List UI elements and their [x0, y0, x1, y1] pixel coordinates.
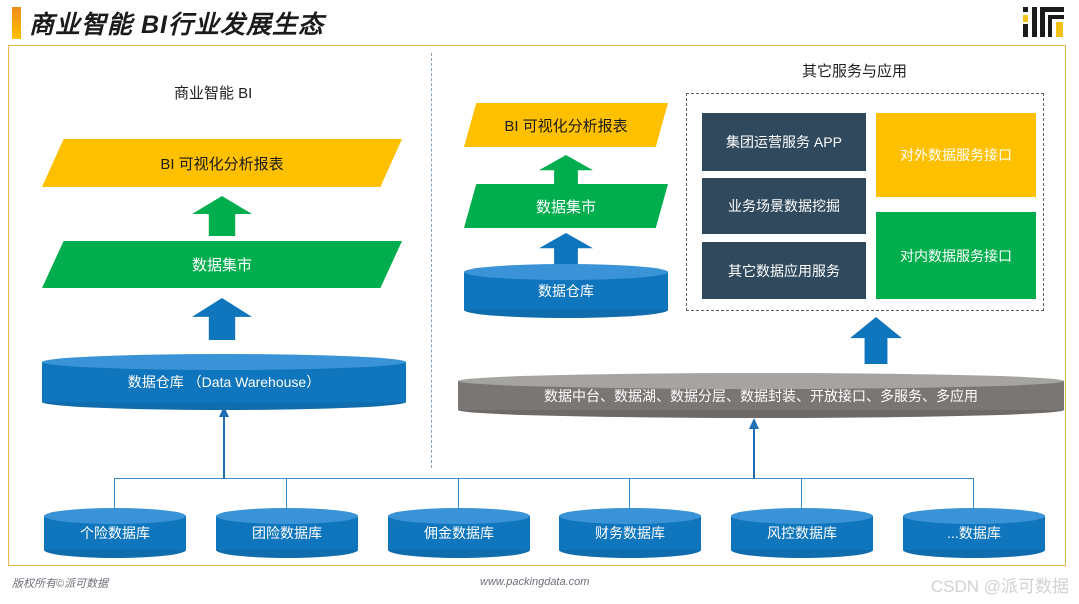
- data-platform-cylinder[interactable]: 数据中台、数据湖、数据分层、数据封装、开放接口、多服务、多应用: [458, 373, 1064, 418]
- left-warehouse-cylinder[interactable]: 数据仓库 （Data Warehouse）: [42, 354, 406, 410]
- cylinder-top: [559, 508, 701, 524]
- left-report-label: BI 可视化分析报表: [160, 155, 284, 173]
- header: 商业智能 BI行业发展生态: [0, 0, 1079, 47]
- arrow-sources-to-platform: [748, 418, 760, 479]
- cylinder-top: [42, 354, 406, 370]
- arrow-sources-to-warehouse: [218, 406, 230, 479]
- service-internal-api[interactable]: 对内数据服务接口: [876, 212, 1036, 299]
- left-panel-title: 商业智能 BI: [174, 85, 253, 102]
- service-label: 对外数据服务接口: [900, 147, 1012, 163]
- left-mart-banner[interactable]: 数据集市: [42, 241, 402, 288]
- bus-drop-5: [801, 478, 802, 508]
- bus-drop-2: [286, 478, 287, 508]
- service-other-data-apps[interactable]: 其它数据应用服务: [702, 242, 866, 299]
- left-mart-label: 数据集市: [191, 257, 252, 274]
- service-label: 对内数据服务接口: [900, 247, 1012, 264]
- database-cylinder[interactable]: 风控数据库: [731, 508, 873, 558]
- website-text: www.packingdata.com: [480, 576, 590, 588]
- source-bus-line: [114, 478, 974, 479]
- page-title: 商业智能 BI行业发展生态: [29, 11, 324, 39]
- right-mart-banner[interactable]: 数据集市: [464, 184, 668, 228]
- cylinder-top: [44, 508, 186, 524]
- cylinder-top: [458, 373, 1064, 389]
- database-label: 佣金数据库: [424, 525, 494, 541]
- cylinder-top: [388, 508, 530, 524]
- cylinder-body: 数据中台、数据湖、数据分层、数据封装、开放接口、多服务、多应用: [458, 381, 1064, 410]
- other-services-box: [686, 93, 1044, 311]
- footer: 版权所有©派可数据 www.packingdata.com CSDN @派可数据: [0, 566, 1079, 604]
- service-business-mining[interactable]: 业务场景数据挖掘: [702, 178, 866, 234]
- database-label: 个险数据库: [80, 525, 150, 541]
- copyright-text: 版权所有©派可数据: [12, 578, 109, 590]
- database-label: 风控数据库: [767, 525, 837, 541]
- bus-drop-4: [629, 478, 630, 508]
- left-warehouse-label: 数据仓库 （Data Warehouse）: [127, 374, 321, 390]
- right-panel-title: 其它服务与应用: [802, 63, 908, 80]
- database-cylinder[interactable]: 财务数据库: [559, 508, 701, 558]
- cylinder-top: [216, 508, 358, 524]
- right-warehouse-cylinder[interactable]: 数据仓库: [464, 264, 668, 318]
- panel-divider: [431, 53, 432, 468]
- database-cylinder[interactable]: 个险数据库: [44, 508, 186, 558]
- right-report-banner[interactable]: BI 可视化分析报表: [464, 103, 668, 147]
- right-mart-label: 数据集市: [535, 198, 596, 216]
- database-cylinder[interactable]: ...数据库: [903, 508, 1045, 558]
- title-accent-bar: [12, 7, 21, 39]
- database-cylinder[interactable]: 佣金数据库: [388, 508, 530, 558]
- database-label: 财务数据库: [595, 525, 665, 541]
- cylinder-top: [464, 264, 668, 280]
- bus-drop-3: [458, 478, 459, 508]
- database-label: 团险数据库: [252, 525, 322, 541]
- cylinder-top: [731, 508, 873, 524]
- bus-drop-1: [114, 478, 115, 508]
- cylinder-top: [903, 508, 1045, 524]
- service-group-app[interactable]: 集团运营服务 APP: [702, 113, 866, 171]
- csdn-watermark: CSDN @派可数据: [930, 577, 1069, 596]
- database-cylinder[interactable]: 团险数据库: [216, 508, 358, 558]
- service-label: 业务场景数据挖掘: [728, 198, 840, 214]
- service-external-api[interactable]: 对外数据服务接口: [876, 113, 1036, 197]
- bus-drop-6: [973, 478, 974, 508]
- service-label: 其它数据应用服务: [728, 262, 840, 279]
- right-report-label: BI 可视化分析报表: [504, 117, 628, 135]
- platform-label: 数据中台、数据湖、数据分层、数据封装、开放接口、多服务、多应用: [544, 387, 978, 404]
- service-label: 集团运营服务 APP: [726, 134, 842, 150]
- left-report-banner[interactable]: BI 可视化分析报表: [42, 139, 402, 187]
- right-warehouse-label: 数据仓库: [538, 283, 594, 299]
- database-label: ...数据库: [947, 525, 1001, 541]
- pkd-logo-icon: [1021, 6, 1065, 38]
